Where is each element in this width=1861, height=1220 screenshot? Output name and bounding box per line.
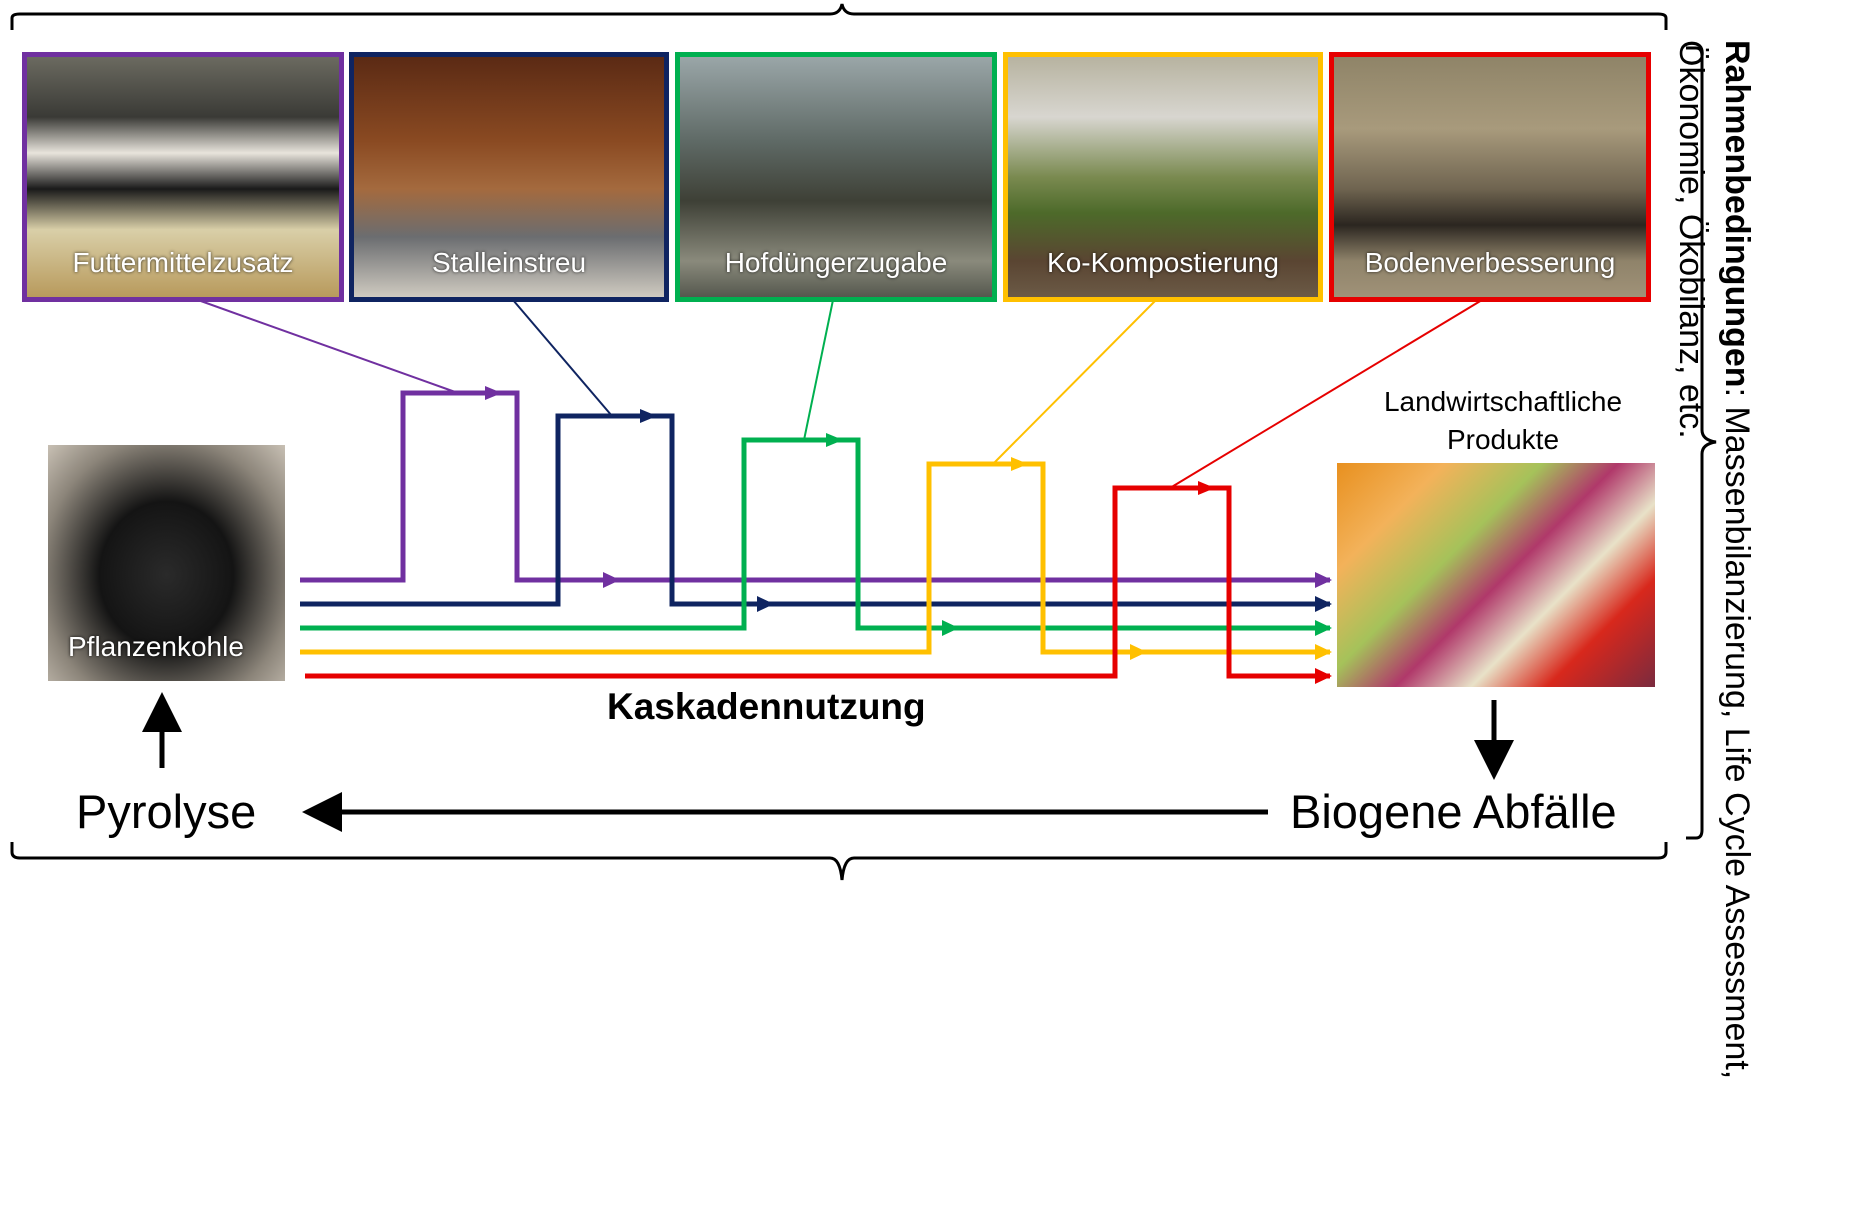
label-hofduengerzugabe: Hofdüngerzugabe [724, 247, 948, 278]
label-ko-kompostierung: Ko-Kompostierung [1047, 247, 1279, 278]
photo-bodenverbesserung: Bodenverbesserung [1329, 52, 1651, 302]
photo-stalleinstreu: Stalleinstreu [349, 52, 669, 302]
cascade-path-navy [300, 413, 1330, 607]
right-brace [1686, 46, 1717, 840]
label-pflanzenkohle: Pflanzenkohle [68, 631, 244, 662]
photo-pflanzenkohle: Pflanzenkohle [48, 445, 285, 681]
top-brace [10, 3, 1668, 30]
cascade-label: Kaskadennutzung [607, 686, 926, 727]
cascade-path-yellow [300, 461, 1330, 655]
label-products-line2: Produkte [1446, 424, 1560, 455]
label-futtermittelzusatz: Futtermittelzusatz [72, 247, 294, 278]
connector-stalleinstreu [512, 299, 613, 417]
label-stalleinstreu: Stalleinstreu [431, 247, 587, 278]
diagram-lines [10, 3, 1717, 881]
photo-ko-kompostierung: Ko-Kompostierung [1003, 52, 1323, 302]
photo-landwirtschaftliche-produkte [1337, 463, 1655, 687]
connector-hofduenger [803, 299, 834, 441]
pyrolysis-label: Pyrolyse [76, 785, 257, 838]
cascade-path-purple [300, 390, 1330, 583]
conditions-text: Rahmenbedingungen: Massenbilanzierung, L… [1650, 40, 1760, 1220]
cascade-path-green [300, 437, 1330, 631]
conditions-title: Rahmenbedingungen [1718, 40, 1756, 388]
waste-label: Biogene Abfälle [1290, 785, 1617, 838]
label-bodenverbesserung: Bodenverbesserung [1364, 247, 1616, 278]
photo-hofduengerzugabe: Hofdüngerzugabe [675, 52, 997, 302]
connector-futtermittel [197, 299, 459, 394]
photo-futtermittelzusatz: Futtermittelzusatz [22, 52, 344, 302]
cascade-path-red [305, 485, 1330, 679]
label-products-line1: Landwirtschaftliche [1383, 386, 1623, 417]
connector-boden [1169, 299, 1483, 489]
connector-kompost [992, 299, 1157, 465]
bottom-brace [10, 842, 1668, 881]
